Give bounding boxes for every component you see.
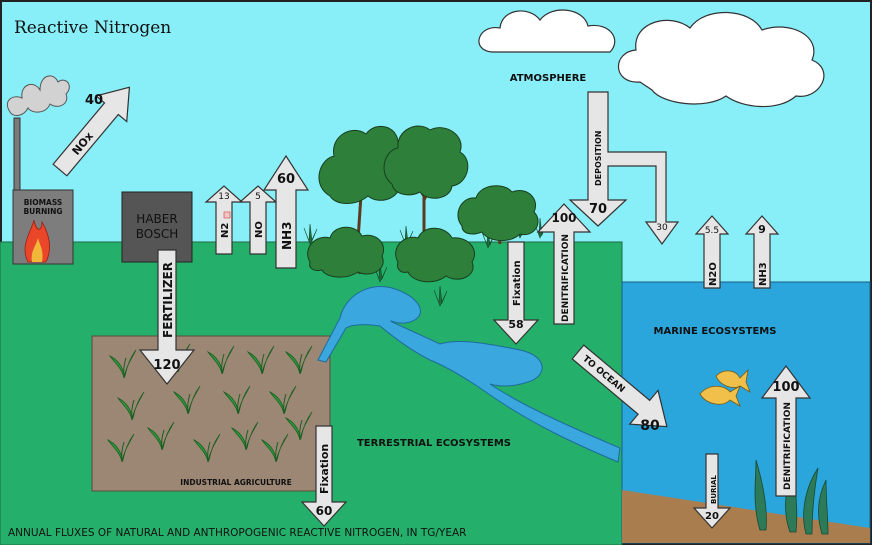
denitrification-ocean-label: DENITRIFICATION — [783, 402, 793, 490]
n2-value: 13 — [218, 192, 229, 202]
fertilizer-value: 120 — [153, 358, 180, 373]
fixation-land-label: Fixation — [512, 260, 523, 306]
trees — [307, 125, 539, 283]
fixation-land-value: 58 — [508, 318, 523, 331]
no-label: NO — [254, 221, 265, 238]
denitrification-ocean-value: 100 — [772, 380, 799, 395]
atmosphere-label: ATMOSPHERE — [510, 73, 587, 84]
deposition-arrow — [568, 91, 680, 246]
fertilizer-arrow — [138, 249, 196, 385]
nh3-ocean-value: 9 — [758, 223, 766, 236]
biomass-label-line2: BURNING — [23, 207, 62, 216]
nh3-land-value: 60 — [277, 172, 295, 187]
haber-bosch-box — [121, 191, 193, 263]
agriculture-label: INDUSTRIAL AGRICULTURE — [180, 478, 291, 487]
fixation-land-arrow — [492, 241, 540, 345]
n2-arrow — [204, 185, 244, 255]
marine-label: MARINE ECOSYSTEMS — [654, 326, 777, 337]
n2-label: N2 — [220, 223, 231, 238]
burial-arrow — [692, 453, 732, 529]
terrestrial-label: TERRESTRIAL ECOSYSTEMS — [357, 438, 511, 449]
n2o-ocean-arrow — [694, 215, 730, 289]
cloud-left — [478, 9, 616, 53]
fixation-agri-arrow — [300, 425, 348, 527]
biomass-label-line1: BIOMASS — [24, 198, 63, 207]
river — [317, 286, 621, 463]
fixation-agri-label: Fixation — [318, 444, 331, 494]
caption: ANNUAL FLUXES OF NATURAL AND ANTHROPOGEN… — [8, 527, 466, 539]
n2o-ocean-value: 5.5 — [705, 226, 719, 236]
n2o-ocean-label: N2O — [708, 262, 719, 286]
denitrification-land-value: 100 — [551, 211, 576, 225]
nox-value: 40 — [85, 93, 103, 108]
burial-value: 20 — [705, 511, 719, 522]
to-ocean-value: 80 — [640, 418, 660, 434]
fixation-agri-value: 60 — [316, 504, 333, 518]
burial-label: BURIAL — [710, 475, 718, 504]
deposition-label: DEPOSITION — [594, 131, 603, 186]
nh3-land-arrow — [262, 154, 310, 269]
nh3-land-label: NH3 — [280, 222, 294, 250]
small-marker — [223, 211, 231, 219]
deposition-value: 70 — [589, 202, 607, 217]
cloud-right — [617, 11, 825, 108]
no-arrow — [238, 185, 278, 255]
fish-icon — [699, 368, 751, 407]
haber-label-line1: HABER — [136, 212, 177, 226]
nh3-ocean-arrow — [744, 215, 780, 289]
fertilizer-label: FERTILIZER — [161, 262, 175, 338]
haber-label-line2: BOSCH — [136, 227, 179, 241]
denitrification-ocean-arrow — [760, 365, 812, 497]
no-value: 5 — [255, 192, 261, 202]
nh3-ocean-label: NH3 — [758, 262, 769, 286]
biomass-burning-building — [6, 75, 74, 265]
denitrification-land-arrow — [536, 203, 592, 325]
denitrification-land-label: DENITRIFICATION — [561, 234, 571, 322]
deposition-ocean-value: 30 — [656, 223, 668, 233]
diagram-title: Reactive Nitrogen — [14, 18, 171, 38]
